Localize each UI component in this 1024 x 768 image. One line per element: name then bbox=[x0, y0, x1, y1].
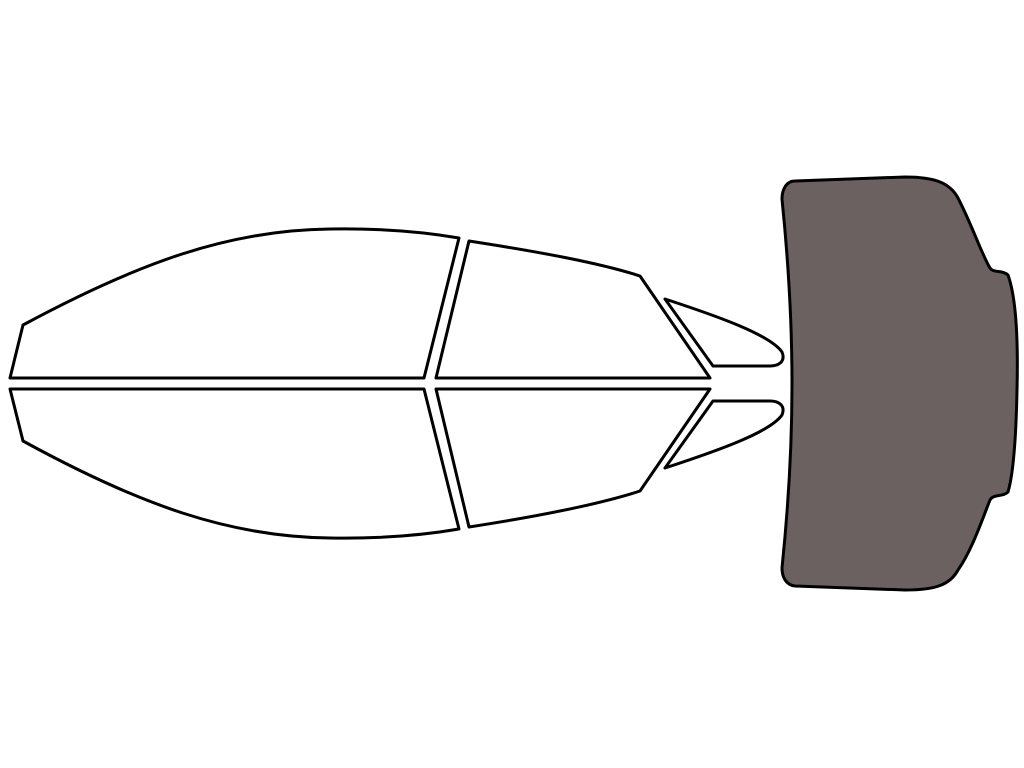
rear-right-quarter-window[interactable] bbox=[663, 399, 785, 470]
rear-left-quarter-window[interactable] bbox=[663, 297, 785, 368]
front-left-door-window[interactable] bbox=[8, 227, 461, 380]
rear-windshield[interactable] bbox=[780, 175, 1019, 592]
rear-right-door-window[interactable] bbox=[434, 387, 712, 529]
front-right-door-window[interactable] bbox=[8, 387, 461, 540]
rear-left-door-window[interactable] bbox=[434, 239, 712, 380]
